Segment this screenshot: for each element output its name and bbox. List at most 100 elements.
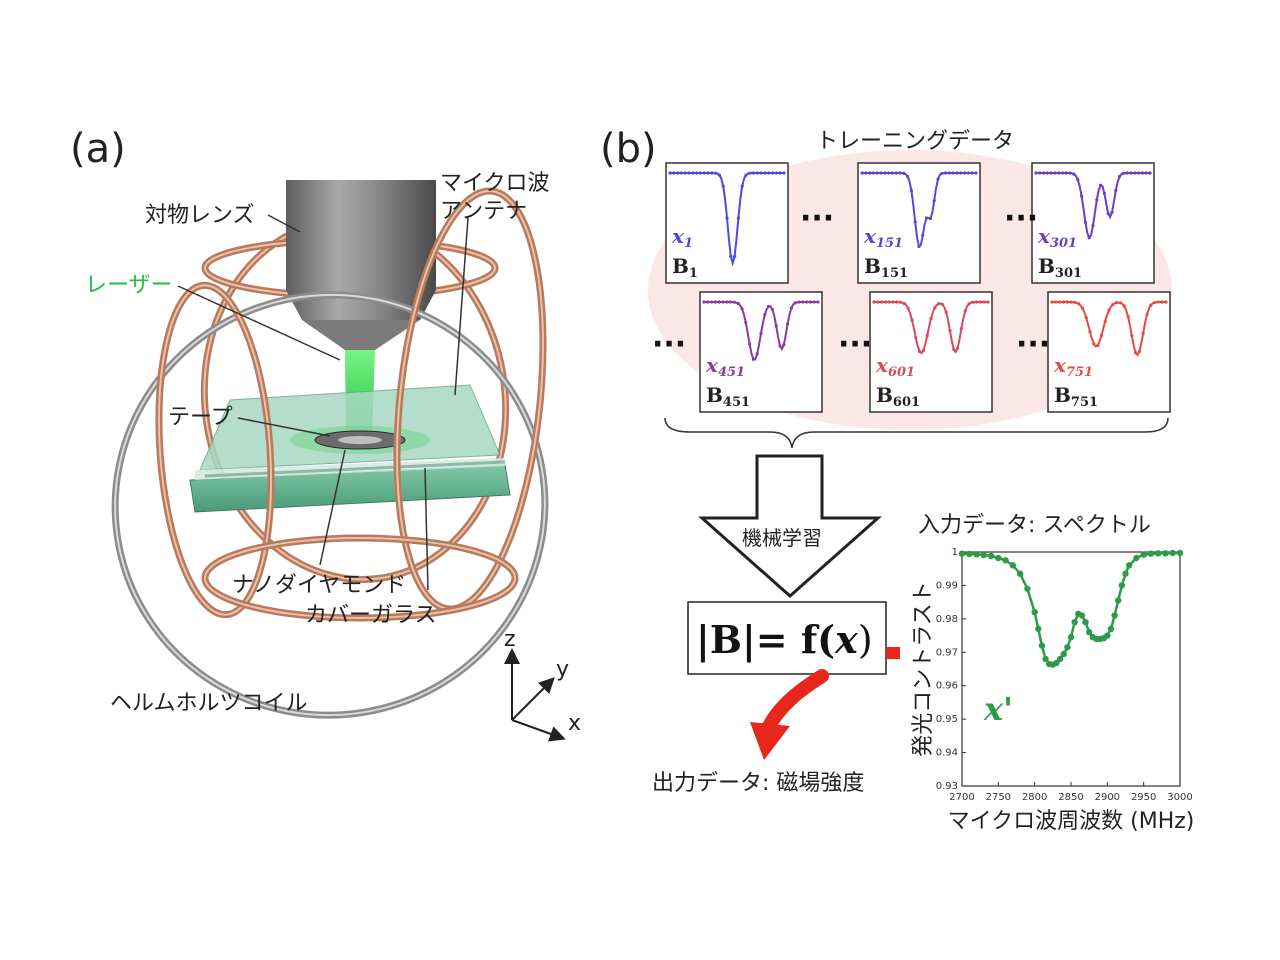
spectrum-thumb-point [910,318,914,322]
y-tick-label: 0.98 [936,614,958,625]
spectrum-thumb-point [759,331,763,335]
spectrum-thumb-point [1088,330,1092,334]
spectrum-thumb-point [1153,300,1157,305]
y-tick-label: 0.97 [936,647,958,658]
panel-a: (a) [70,126,581,742]
spectrum-thumb-point [755,171,760,175]
training-brace [664,417,1169,449]
spectrum-thumb-point [1080,194,1084,198]
spectrum-point [1176,549,1184,557]
spectrum-point [1002,557,1009,564]
y-tick-label: 0.93 [936,781,958,792]
x-tick-label: 3000 [1167,792,1192,803]
spectrum-thumb-point [1077,302,1081,306]
spectrum-thumb-point [906,174,910,179]
spectrum-thumb-point [793,301,797,305]
spectrum-thumb-point [717,173,722,177]
spectrum-thumb-point [721,184,725,188]
spectrum-thumb-point [898,171,902,175]
label-helmholtz-coil: ヘルムホルツコイル [110,691,308,716]
spectrum-thumb-point [808,300,813,304]
spectrum-thumb-point [928,216,933,221]
spectrum-thumb-point [782,343,786,347]
spectrum-thumb-point [887,171,891,175]
spectrum-point [1125,562,1133,569]
label-tape: テープ [168,405,233,430]
spectrum-point [1038,642,1046,649]
spectrum-point [1085,629,1093,636]
spectrum-thumb-point [906,306,910,311]
spectrum-thumb-point [944,171,948,175]
spectrum-thumb-point [801,300,805,304]
spectrum-thumb-point [909,189,914,193]
spectrum-thumb-point [1092,342,1096,346]
spectrum-thumb-point [1080,306,1084,310]
spectrum-thumb-point [695,171,699,175]
spectrum-thumb-point [1160,300,1164,304]
spectrum-thumb-point [1064,171,1068,175]
spectrum-thumb-point [929,316,933,321]
spectrum-point [1147,550,1155,557]
spectrum-thumb-point [1110,210,1114,214]
spectrum-thumb-point [740,307,744,311]
spectrum-thumb-point [883,300,888,304]
spectrum-thumb-point [963,171,967,175]
spectrum-b-label: B1 [672,254,698,281]
spectrum-thumb-point [1133,171,1137,175]
x-tick-label: 2750 [986,792,1011,803]
spectrum-thumb-point [672,171,676,175]
spectrum-thumb-point [986,300,990,304]
y-tick-label: 0.94 [936,748,958,759]
training-spectra: x1B1x151B151x301B301x451B451x601B601x751… [652,162,1171,413]
spectrum-thumb-point [933,306,937,310]
spectrum-thumb-point [733,254,737,258]
label-laser: レーザー [85,273,173,298]
spectrum-thumb-point [778,171,782,175]
spectrum-thumb-point [956,346,960,350]
ellipsis-dots: ··· [1004,201,1038,236]
spectrum-thumb-point [725,216,729,220]
spectrum-thumb-point [921,349,926,353]
spectrum-thumb-point [714,171,718,175]
spectrum-thumb-point [1038,171,1042,175]
chart-annotation: x' [983,690,1013,728]
spectrum-thumb-point [1042,171,1046,175]
spectrum-thumb-point [860,171,864,175]
chart-x-axis-label: マイクロ波周波数 (MHz) [948,809,1195,834]
spectrum-point [1122,570,1129,577]
spectrum-point [1071,619,1078,626]
spectrum-thumb-point [767,304,771,309]
spectrum-thumb-point [883,171,887,175]
spectrum-thumb-point [1156,300,1160,304]
spectrum-thumb-point [1122,304,1126,308]
spectrum-point [1078,612,1086,619]
spectrum-point [1031,608,1038,616]
spectrum-thumb-point [936,177,940,181]
spectrum-x-label: x151 [863,224,903,251]
spectrum-thumb-point [721,300,725,304]
chart-y-axis-label: 発光コントラスト [911,581,936,757]
spectrum-thumb-point [952,347,956,352]
y-tick-label: 0.99 [936,580,958,591]
spectrum-thumb-point [1102,191,1106,195]
y-tick-label: 0.96 [936,681,958,692]
spectrum-thumb-point [1084,316,1088,320]
spectrum-point [1118,582,1126,589]
spectrum-thumb-point [763,171,767,175]
spectrum-x-label: x1 [671,224,693,251]
spectrum-thumb-point [1141,331,1145,335]
spectrum-thumb-point [871,171,876,175]
spectrum-b-label: B601 [876,383,920,410]
spectrum-thumb-point [1140,171,1144,175]
spectrum-thumb-point [1099,183,1103,187]
spectrum-b-label: B151 [864,254,908,281]
spectrum-thumb-point [748,171,752,175]
spectrum-thumb-point [1137,171,1141,175]
formula: |B|= f(x) [696,617,873,662]
spectrum-thumb-point [978,300,983,304]
formula-box [687,601,887,675]
spectrum-thumb-point [676,171,680,175]
spectrum-thumb-point [1118,174,1122,179]
spectrum-thumb-point [752,171,756,175]
